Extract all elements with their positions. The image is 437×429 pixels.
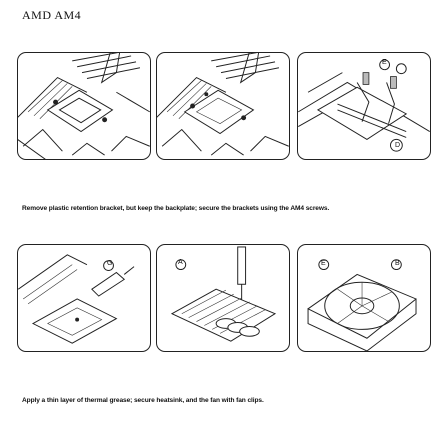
thermal-grease-illustration [18, 254, 135, 344]
step2-panel-heatsink: A [156, 244, 290, 352]
step1-panel-remove-bracket [17, 52, 151, 160]
motherboard-bracket-illustration [18, 53, 150, 159]
callout-label-e2: E [321, 260, 326, 267]
page-title: AMD AM4 [22, 8, 82, 22]
step2-panel-thermal-grease: G [17, 244, 151, 352]
step2-caption: Apply a thin layer of thermal grease; se… [22, 397, 264, 404]
bracket-screws-illustration [298, 59, 430, 152]
motherboard-backplate-illustration [157, 53, 289, 156]
callout-label-g: G [107, 260, 113, 267]
step1-panel-backplate [156, 52, 290, 160]
step1-caption: Remove plastic retention bracket, but ke… [22, 205, 330, 212]
callout-label-b: B [395, 260, 400, 267]
step1-panel-secure-brackets: E D [297, 52, 431, 160]
callout-label-a: A [178, 259, 183, 266]
callout-label-d: D [395, 142, 401, 149]
callout-label-e: E [382, 59, 387, 66]
fan-clips-illustration [307, 259, 417, 351]
step2-panel-fan-clips: E B [297, 244, 431, 352]
heatsink-screwdriver-illustration [170, 246, 277, 342]
